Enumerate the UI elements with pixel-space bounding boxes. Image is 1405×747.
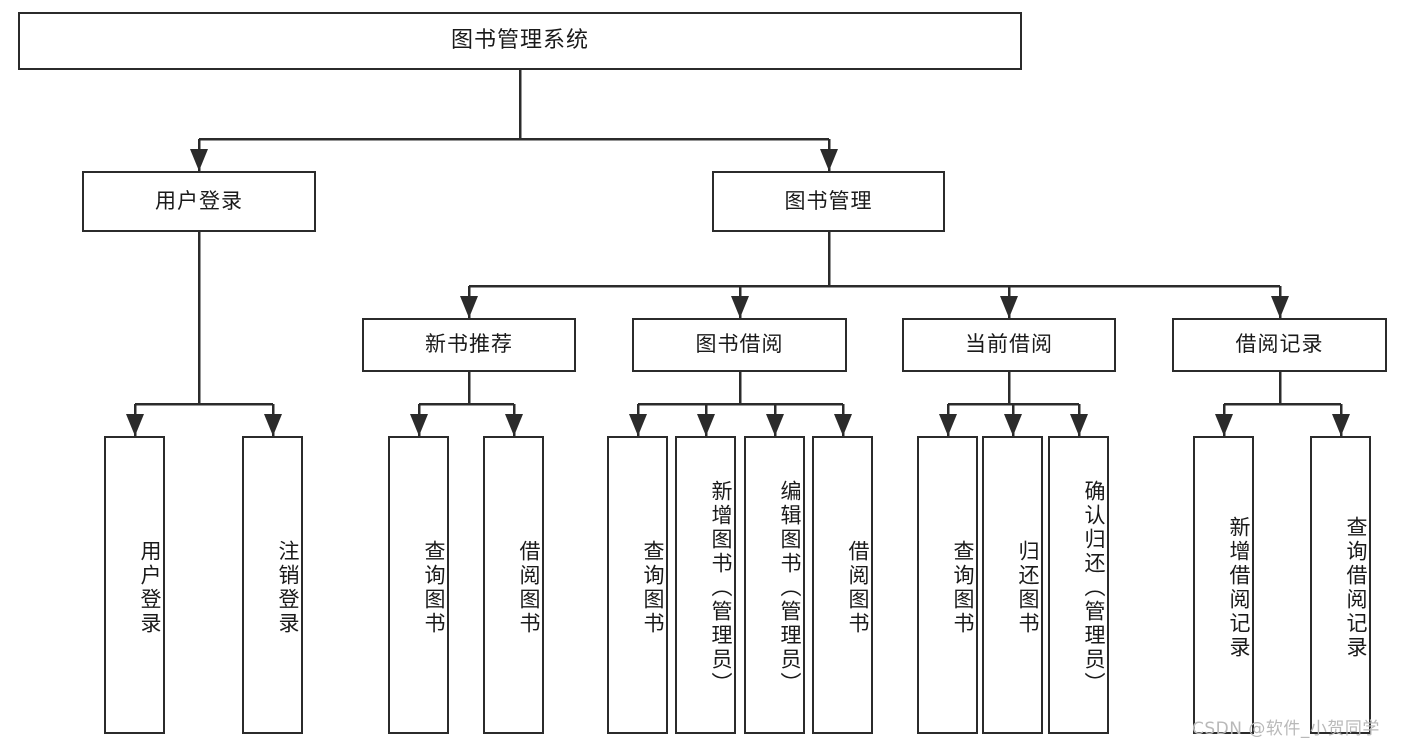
node-root[interactable]: 图书管理系统 <box>18 12 1022 70</box>
node-leaf-query-book-cur[interactable]: 查询图书 <box>917 436 978 734</box>
node-leaf-user-login[interactable]: 用户登录 <box>104 436 165 734</box>
node-label: 注销登录 <box>276 540 300 636</box>
node-leaf-user-logout[interactable]: 注销登录 <box>242 436 303 734</box>
node-label: 查询图书 <box>422 540 446 636</box>
node-label: 图书借阅 <box>695 332 784 357</box>
node-label: 查询图书 <box>951 540 975 636</box>
arrow-head-icon <box>939 414 957 436</box>
arrow-head-icon <box>1000 296 1018 318</box>
arrow-head-icon <box>505 414 523 436</box>
node-leaf-query-book-rec[interactable]: 查询图书 <box>388 436 449 734</box>
node-label: 用户登录 <box>155 188 243 213</box>
node-new-book-rec[interactable]: 新书推荐 <box>362 318 576 372</box>
arrow-head-icon <box>126 414 144 436</box>
node-book-manage[interactable]: 图书管理 <box>712 171 945 232</box>
node-label: 当前借阅 <box>965 332 1053 357</box>
node-leaf-return-book[interactable]: 归还图书 <box>982 436 1043 734</box>
node-label: 借阅图书 <box>517 540 541 636</box>
node-label: 图书管理 <box>784 188 873 213</box>
arrow-head-icon <box>731 296 749 318</box>
node-current-borrow[interactable]: 当前借阅 <box>902 318 1116 372</box>
node-leaf-borrow-book[interactable]: 借阅图书 <box>812 436 873 734</box>
arrow-head-icon <box>1215 414 1233 436</box>
arrow-head-icon <box>410 414 428 436</box>
arrow-head-icon <box>629 414 647 436</box>
node-leaf-query-record[interactable]: 查询借阅记录 <box>1310 436 1371 734</box>
node-leaf-borrow-book-rec[interactable]: 借阅图书 <box>483 436 544 734</box>
node-label: 新书推荐 <box>425 332 513 357</box>
node-label: 新增借阅记录 <box>1227 516 1251 660</box>
node-leaf-confirm-return[interactable]: 确认归还（管理员） <box>1048 436 1109 734</box>
arrow-head-icon <box>264 414 282 436</box>
arrow-head-icon <box>1271 296 1289 318</box>
node-label: 确认归还（管理员） <box>1082 480 1106 696</box>
arrow-head-icon <box>1332 414 1350 436</box>
node-label: 归还图书 <box>1016 540 1040 636</box>
node-label: 借阅记录 <box>1235 332 1324 357</box>
node-label: 图书管理系统 <box>450 27 589 53</box>
node-label: 新增图书（管理员） <box>709 480 733 696</box>
arrow-head-icon <box>1070 414 1088 436</box>
node-label: 查询借阅记录 <box>1344 516 1368 660</box>
arrow-head-icon <box>834 414 852 436</box>
arrow-head-icon <box>820 149 838 171</box>
node-label: 编辑图书（管理员） <box>778 480 802 696</box>
watermark: CSDN @软件_小贺同学 <box>1192 719 1380 739</box>
node-label: 用户登录 <box>138 540 162 636</box>
node-label: 查询图书 <box>641 540 665 636</box>
node-leaf-add-record[interactable]: 新增借阅记录 <box>1193 436 1254 734</box>
node-label: 借阅图书 <box>846 540 870 636</box>
arrow-head-icon <box>697 414 715 436</box>
arrow-head-icon <box>1004 414 1022 436</box>
node-leaf-add-book[interactable]: 新增图书（管理员） <box>675 436 736 734</box>
node-borrow-record[interactable]: 借阅记录 <box>1172 318 1387 372</box>
node-user-login[interactable]: 用户登录 <box>82 171 316 232</box>
arrow-head-icon <box>460 296 478 318</box>
node-book-borrow[interactable]: 图书借阅 <box>632 318 847 372</box>
node-leaf-query-book-borrow[interactable]: 查询图书 <box>607 436 668 734</box>
arrow-head-icon <box>766 414 784 436</box>
arrow-head-icon <box>190 149 208 171</box>
node-leaf-edit-book[interactable]: 编辑图书（管理员） <box>744 436 805 734</box>
